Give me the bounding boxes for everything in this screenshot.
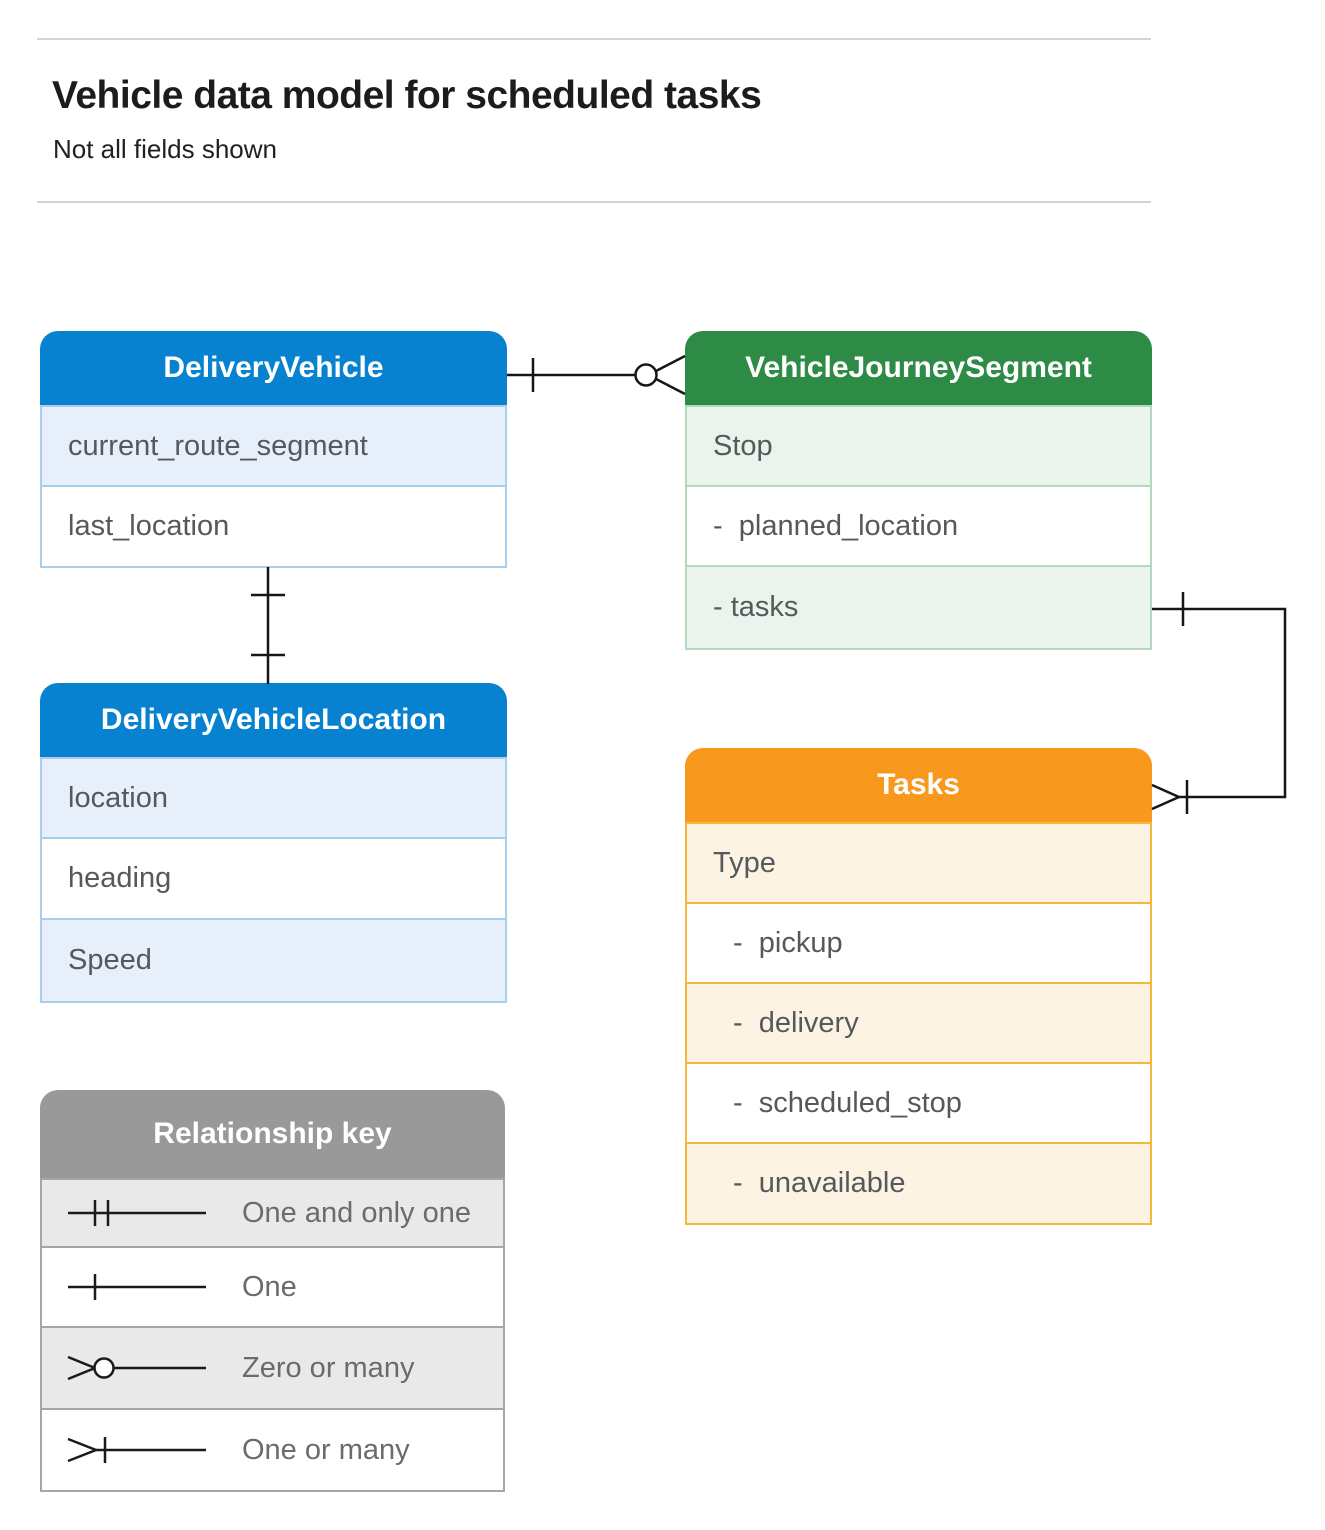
relationship-key-header: Relationship key (40, 1090, 505, 1178)
field-speed: Speed (40, 920, 507, 1003)
legend-label: One (242, 1270, 297, 1303)
entity-deliveryvehicle: DeliveryVehicle current_route_segment la… (40, 331, 507, 568)
crow-foot-icon (1151, 795, 1180, 811)
field-pickup: - pickup (685, 904, 1152, 984)
field-unavailable: - unavailable (685, 1144, 1152, 1225)
zero-circle-icon (634, 363, 658, 387)
connector-deliveryvehicle-to-vehiclejourneysegment (507, 354, 686, 396)
connector-vehiclejourneysegment-to-tasks (1151, 592, 1287, 814)
field-scheduled-stop: - scheduled_stop (685, 1064, 1152, 1144)
one-and-only-one-icon (68, 1200, 206, 1226)
page-title: Vehicle data model for scheduled tasks (52, 74, 762, 117)
field-location: location (40, 757, 507, 839)
entity-vehiclejourneysegment: VehicleJourneySegment Stop - planned_loc… (685, 331, 1152, 650)
entity-tasks-header: Tasks (685, 748, 1152, 822)
entity-deliveryvehiclelocation: DeliveryVehicleLocation location heading… (40, 683, 507, 1003)
field-current-route-segment: current_route_segment (40, 405, 507, 487)
field-delivery: - delivery (685, 984, 1152, 1064)
field-heading: heading (40, 839, 507, 920)
legend-label: One or many (242, 1433, 410, 1466)
legend-item-zero-or-many: Zero or many (40, 1328, 505, 1410)
zero-or-many-icon (67, 1355, 206, 1381)
subtitle-divider (37, 201, 1151, 203)
connector-deliveryvehicle-to-deliveryvehiclelocation (251, 567, 285, 684)
legend-item-one-and-only-one: One and only one (40, 1178, 505, 1248)
crow-foot-icon (655, 377, 686, 396)
legend-item-one: One (40, 1248, 505, 1328)
legend-label: One and only one (242, 1196, 471, 1229)
field-tasks: - tasks (685, 567, 1152, 650)
crow-foot-icon (1151, 783, 1180, 799)
legend-item-one-or-many: One or many (40, 1410, 505, 1492)
page-subtitle: Not all fields shown (53, 134, 277, 164)
crow-foot-icon (655, 354, 686, 373)
field-type: Type (685, 822, 1152, 904)
field-stop: Stop (685, 405, 1152, 487)
entity-tasks: Tasks Type - pickup - delivery - schedul… (685, 748, 1152, 1225)
entity-deliveryvehicle-header: DeliveryVehicle (40, 331, 507, 405)
one-icon (68, 1274, 206, 1300)
field-planned-location: - planned_location (685, 487, 1152, 567)
top-divider (37, 38, 1151, 40)
relationship-key: Relationship key One and only one One Ze (40, 1090, 505, 1492)
one-or-many-icon (67, 1437, 206, 1463)
legend-label: Zero or many (242, 1351, 415, 1384)
entity-deliveryvehiclelocation-header: DeliveryVehicleLocation (40, 683, 507, 757)
field-last-location: last_location (40, 487, 507, 568)
entity-vehiclejourneysegment-header: VehicleJourneySegment (685, 331, 1152, 405)
